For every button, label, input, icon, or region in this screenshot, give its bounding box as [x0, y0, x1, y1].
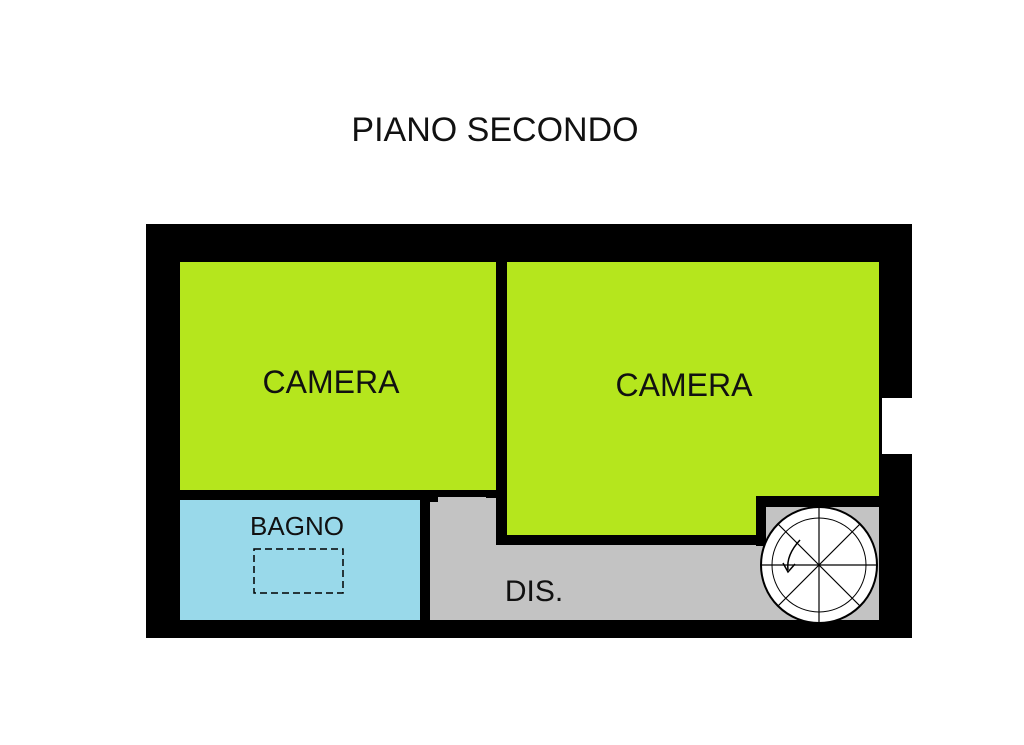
room-camera-right[interactable] — [507, 262, 879, 535]
wall-right-room-bottom — [496, 535, 548, 545]
wall-right-room-bottom-2 — [610, 535, 760, 545]
label-camera-left: CAMERA — [263, 364, 401, 400]
room-camera-left[interactable] — [180, 262, 496, 490]
label-bagno: BAGNO — [250, 511, 344, 541]
window-opening — [882, 398, 912, 454]
wall-stub-top — [420, 490, 438, 502]
plan-title: PIANO SECONDO — [351, 111, 638, 149]
label-camera-right: CAMERA — [616, 367, 754, 403]
room-bagno[interactable] — [180, 500, 420, 620]
wall-stair-corner — [756, 496, 879, 507]
spiral-staircase-icon — [760, 506, 878, 624]
label-disimpegno: DIS. — [505, 575, 563, 608]
wall-stub-left — [420, 500, 430, 620]
wall-stair-side — [756, 496, 766, 546]
shower-tray-icon — [253, 548, 344, 594]
wall-stub-mid — [486, 490, 506, 498]
